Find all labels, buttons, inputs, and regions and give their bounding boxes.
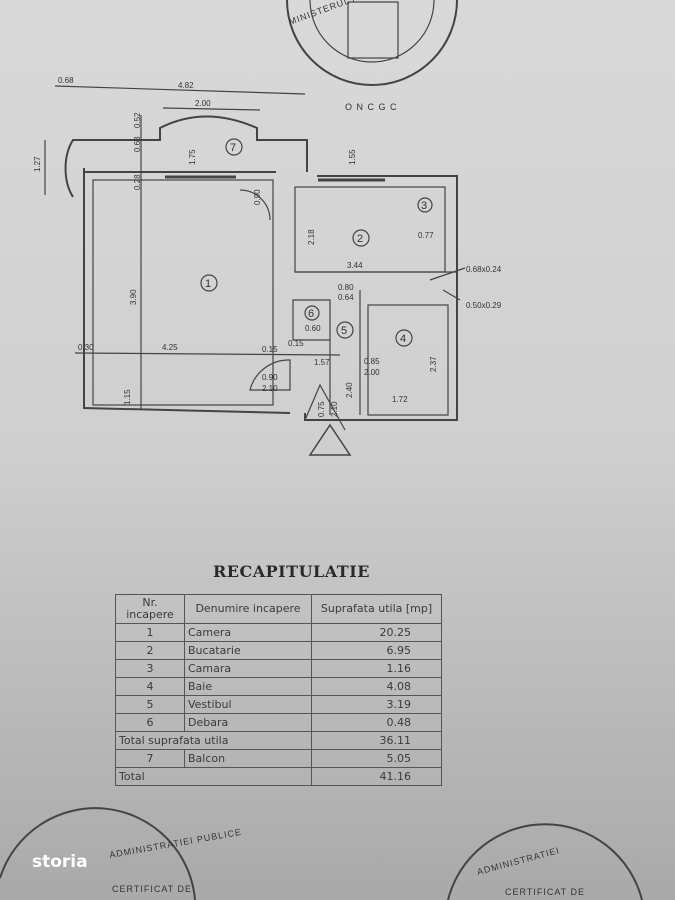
room-number: 5 [341,325,347,337]
cell-area: 20.25 [311,623,442,642]
dimension-label: 0.68 [133,136,142,152]
cell-nr: 3 [115,659,185,678]
dimension-label: 1.72 [392,395,408,404]
cell-area: 3.19 [311,695,442,714]
dimension-label: 0.50x0.29 [466,301,502,310]
dimension-label: 1.57 [314,358,330,367]
stamp-text: MINISTERUL ADMINISTRATIEI PUBLICE [287,0,480,27]
cell-nr: 6 [115,713,185,732]
dimension-label: 2.00 [364,368,380,377]
subtotal-label: Total suprafata utila [115,731,312,750]
room-number: 4 [400,333,406,345]
cell-area: 0.48 [311,713,442,732]
dimension-label: 1.55 [348,149,357,165]
cell-area: 6.95 [311,641,442,660]
cell-name: Baie [184,677,312,696]
cell-area: 4.08 [311,677,442,696]
room-number: 7 [230,142,236,154]
dimension-label: 0.15 [288,339,304,348]
dimension-label: 0.64 [338,293,354,302]
dimension-label: 0.15 [262,345,278,354]
dimension-label: 0.85 [364,357,380,366]
stamp-text: O N C G C [345,102,398,112]
dimension-label: 0.90 [253,189,262,205]
dimension-label: 0.68 [58,76,74,85]
cell-area: 1.16 [311,659,442,678]
entrance-arrow-icon [308,423,352,456]
dimension-label: 4.82 [178,81,194,90]
dimension-label: 2.37 [429,356,438,372]
table-header: Nr. incapere Denumire incapere Suprafata… [115,594,442,624]
header-area: Suprafata utila [mp] [311,594,442,624]
cell-nr: 1 [115,623,185,642]
stamp-text: ADMINISTRATIEI [476,845,561,877]
dimension-label: 1.75 [188,149,197,165]
cell-name: Camara [184,659,312,678]
dimension-label: 0.60 [305,324,321,333]
cell-name: Vestibul [184,695,312,714]
cell-name: Debara [184,713,312,732]
subtotal-value: 36.11 [311,731,442,750]
total-value: 41.16 [311,767,442,786]
stamp-text: ADMINISTRATIEI PUBLICE [109,827,243,860]
dimension-label: 0.28 [133,174,142,190]
coat-of-arms-icon [347,1,399,59]
cell-name: Camera [184,623,312,642]
dimension-label: 0.80 [338,283,354,292]
dimension-label: 0.77 [418,231,434,240]
cell-name: Balcon [184,749,312,768]
dimension-label: 3.44 [347,261,363,270]
dimension-label: 0.68x0.24 [466,265,502,274]
dimension-label: 3.90 [129,289,138,305]
dimension-label: 0.30 [78,343,94,352]
cell-nr: 4 [115,677,185,696]
cell-nr: 2 [115,641,185,660]
dimension-label: 0.52 [133,112,142,128]
recap-title: RECAPITULATIE [213,562,370,581]
total-label: Total [115,767,312,786]
storia-watermark-logo: storia [32,852,88,872]
dimension-label: 1.27 [33,156,42,172]
dimension-label: 2.18 [307,229,316,245]
room-number: 2 [357,233,363,245]
header-name: Denumire incapere [184,594,312,624]
recap-table: Nr. incapere Denumire incapere Suprafata… [115,594,442,786]
dimension-label: 2.10 [330,401,339,417]
dimension-label: 2.00 [195,99,211,108]
top-stamp: MINISTERUL ADMINISTRATIEI PUBLICE O N C … [286,0,480,112]
cell-name: Bucatarie [184,641,312,660]
cell-area: 5.05 [311,749,442,768]
dimension-label: 0.90 [262,373,278,382]
dimension-label: 1.15 [123,389,132,405]
cell-nr: 5 [115,695,185,714]
stamp-text: CERTIFICAT DE [112,884,192,894]
stamp-text: CERTIFICAT DE [505,887,585,897]
cell-nr: 7 [115,749,185,768]
dimension-label: 2.10 [262,384,278,393]
header-nr: Nr. incapere [115,594,185,624]
bottom-right-stamp: ADMINISTRATIEI CERTIFICAT DE [447,823,643,900]
dimension-label: 0.75 [317,401,326,417]
dimension-label: 4.25 [162,343,178,352]
room-number: 6 [308,308,314,320]
dimension-label: 2.40 [345,382,354,398]
room-number: 1 [205,278,211,290]
room-number: 3 [421,200,427,212]
